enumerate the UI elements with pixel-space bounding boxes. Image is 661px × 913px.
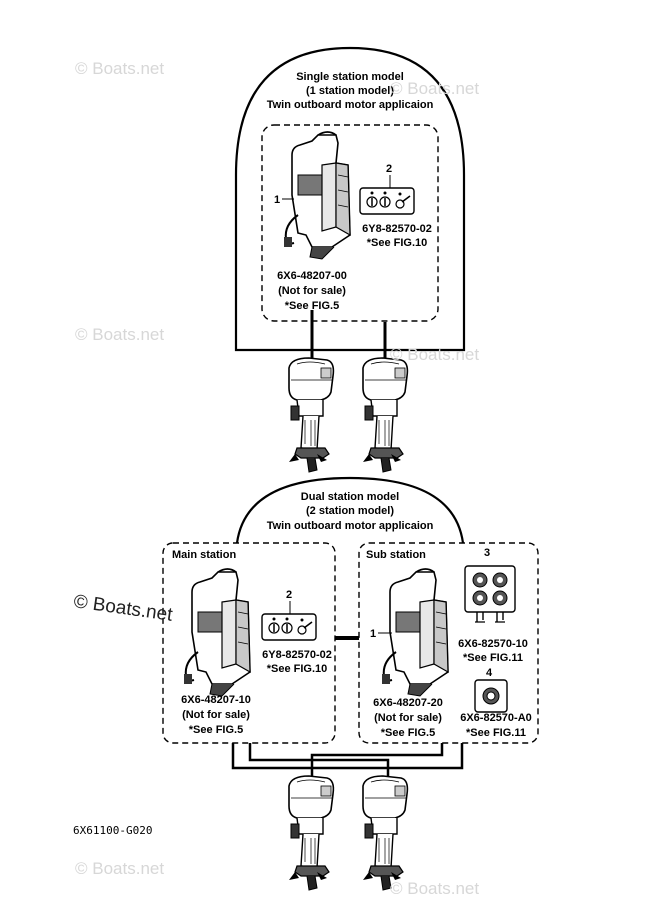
switch-panel-icon [360,188,414,214]
watermark: © Boats.net [390,79,479,98]
single-item-1-number: 1 [274,194,280,206]
single-part-2-code: 6Y8-82570-02 [362,223,432,235]
sub-part-3-ref: *See FIG.11 [463,652,523,664]
sub-part-1-ref: *See FIG.5 [381,727,435,739]
single-part-1-note: (Not for sale) [278,285,346,297]
single-title-line-1: Single station model [296,71,404,83]
main-part-1-ref: *See FIG.5 [189,724,243,736]
single-title-line-3: Twin outboard motor applicaion [267,99,434,111]
watermark: © Boats.net [390,879,479,898]
single-part-2-ref: *See FIG.10 [367,237,428,249]
sub-part-1-code: 6X6-48207-20 [373,697,443,709]
main-part-2-ref: *See FIG.10 [267,663,328,675]
watermark: © Boats.net [75,859,164,878]
outboard-motor-icon [289,358,333,472]
watermark: © Boats.net [390,345,479,364]
main-item-2-number: 2 [286,589,292,601]
sub-item-4-number: 4 [486,667,493,679]
control-panel-icon [465,566,515,622]
single-switch-icon [475,680,507,712]
dual-title-line-3: Twin outboard motor applicaion [267,520,434,532]
single-title-line-2: (1 station model) [306,85,394,97]
switch-panel-icon [262,614,316,640]
sub-part-3-code: 6X6-82570-10 [458,638,528,650]
sub-item-1-number: 1 [370,628,376,640]
main-part-1-code: 6X6-48207-10 [181,694,251,706]
dual-station-group: Dual station model (2 station model) Twi… [163,478,538,890]
remote-control-icon [184,569,250,696]
sub-part-4-ref: *See FIG.11 [466,727,526,739]
sub-item-3-number: 3 [484,547,490,559]
outboard-motor-icon [363,776,407,890]
drawing-code: 6X61100-G020 [73,824,152,837]
single-part-1-code: 6X6-48207-00 [277,270,347,282]
main-part-2-code: 6Y8-82570-02 [262,649,332,661]
outboard-motor-icon [363,358,407,472]
dual-title-line-1: Dual station model [301,491,399,503]
watermark: © Boats.net [75,59,164,78]
dual-title-line-2: (2 station model) [306,505,394,517]
sub-station-label: Sub station [366,549,426,561]
remote-control-icon [284,132,350,259]
sub-part-1-note: (Not for sale) [374,712,442,724]
outboard-motor-icon [289,776,333,890]
single-item-2-number: 2 [386,163,392,175]
main-part-1-note: (Not for sale) [182,709,250,721]
single-station-group: Single station model (1 station model) T… [236,48,464,472]
main-station-label: Main station [172,549,236,561]
sub-part-4-code: 6X6-82570-A0 [460,712,532,724]
watermark: © Boats.net [75,325,164,344]
watermark: © Boats.net [72,591,174,626]
